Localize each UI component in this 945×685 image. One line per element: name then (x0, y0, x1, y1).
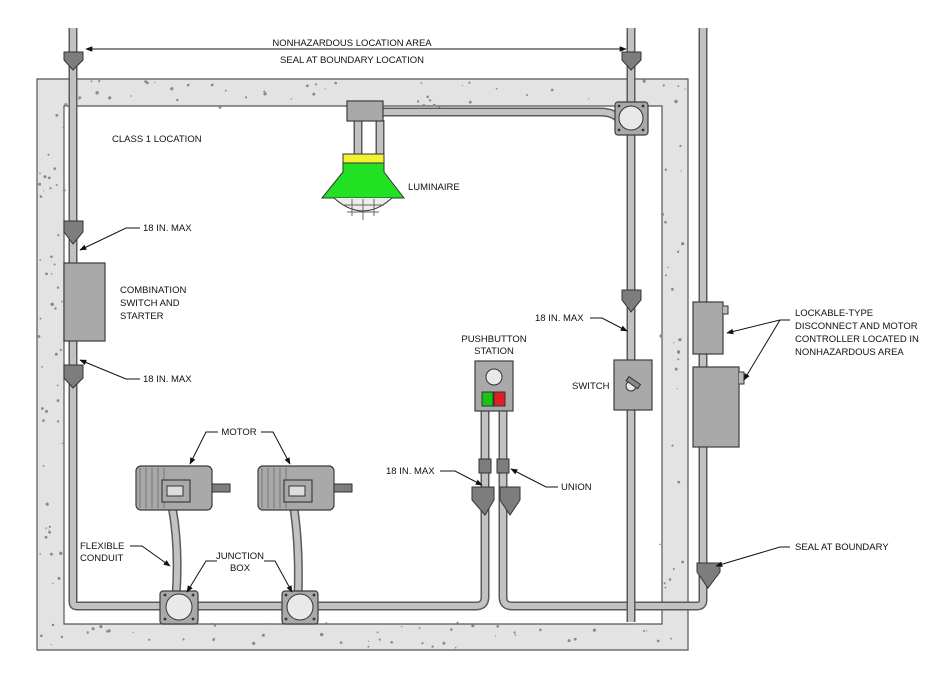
junction-box-motor-1 (159, 590, 199, 625)
flexible-label-2: CONDUIT (80, 553, 123, 564)
callout-18in-pushbutton: 18 IN. MAX (386, 466, 483, 486)
lockable-label-3: CONTROLLER LOCATED IN (795, 334, 919, 345)
nonhazardous-dimension: NONHAZARDOUS LOCATION AREA SEAL AT BOUND… (85, 38, 627, 66)
pushbutton-label-2: STATION (474, 346, 514, 357)
callout-union: UNION (510, 468, 592, 493)
motor-1 (135, 465, 231, 511)
callout-lockable: LOCKABLE-TYPE DISCONNECT AND MOTOR CONTR… (726, 308, 919, 381)
motor-2 (257, 465, 353, 511)
junction-box-top-right (614, 101, 649, 136)
concrete-wall (36, 78, 689, 651)
nonhazardous-area-label: NONHAZARDOUS LOCATION AREA (272, 38, 432, 49)
combination-label-3: STARTER (120, 311, 164, 322)
pushbutton-label-1: PUSHBUTTON (461, 334, 526, 345)
seal-fittings (63, 51, 721, 589)
luminaire-label: LUMINAIRE (408, 182, 460, 193)
concrete-wall-frame (36, 78, 689, 651)
start-button (481, 391, 494, 407)
callout-18in-lower-left: 18 IN. MAX (79, 359, 192, 385)
stop-button (493, 391, 506, 407)
luminaire: LUMINAIRE (320, 100, 460, 220)
junction-box-motor-2 (281, 590, 319, 625)
class1-location-label: CLASS 1 LOCATION (112, 134, 202, 145)
luminaire-band (342, 153, 385, 164)
seal-fitting-top-right (621, 51, 642, 71)
seal-boundary-label: SEAL AT BOUNDARY (795, 542, 889, 553)
lockable-label-4: NONHAZARDOUS AREA (795, 347, 904, 358)
union-right (496, 458, 510, 474)
seal-fitting-pushbutton-right (499, 486, 521, 516)
flexible-label-1: FLEXIBLE (80, 541, 124, 552)
seal-fitting-top-left (63, 51, 84, 71)
disconnect-and-controller (692, 301, 745, 448)
combination-label-2: SWITCH AND (120, 298, 180, 309)
callout-18in-top-left: 18 IN. MAX (79, 223, 192, 251)
unions (478, 458, 510, 474)
motor-label: MOTOR (221, 427, 256, 438)
lockable-label-1: LOCKABLE-TYPE (795, 308, 873, 319)
callout-seal-boundary: SEAL AT BOUNDARY (715, 542, 889, 567)
switch: SWITCH (572, 359, 653, 411)
seal-fitting-switch (621, 289, 642, 313)
combination-label-1: COMBINATION (120, 285, 186, 296)
lockable-label-2: DISCONNECT AND MOTOR (795, 321, 918, 332)
max-switch-label: 18 IN. MAX (535, 313, 584, 324)
union-label: UNION (561, 482, 592, 493)
concrete-texture (37, 79, 686, 649)
union-left (478, 458, 492, 474)
junction-label-2: BOX (230, 563, 251, 574)
seal-fitting-upper-left (63, 220, 84, 245)
seal-fitting-lower-left (63, 364, 84, 389)
junction-label-1: JUNCTION (216, 551, 264, 562)
callout-motor: MOTOR (189, 427, 291, 465)
callout-18in-switch: 18 IN. MAX (535, 313, 628, 332)
callout-flexible-conduit: FLEXIBLE CONDUIT (80, 541, 171, 567)
combination-switch-starter: COMBINATION SWITCH AND STARTER (63, 262, 186, 342)
seal-boundary-location-label: SEAL AT BOUNDARY LOCATION (280, 55, 424, 66)
max-pushbutton-label: 18 IN. MAX (386, 466, 435, 477)
luminaire-body (320, 162, 406, 199)
callout-junction-box: JUNCTION BOX (186, 551, 293, 593)
conduit-runs (68, 28, 708, 622)
switch-label: SWITCH (572, 381, 610, 392)
max-lower-left-label: 18 IN. MAX (143, 374, 192, 385)
luminaire-outlet-box (346, 100, 384, 122)
pushbutton-station: PUSHBUTTON STATION (461, 334, 527, 412)
seal-fitting-pushbutton-left (471, 486, 495, 516)
max-top-left-label: 18 IN. MAX (143, 223, 192, 234)
